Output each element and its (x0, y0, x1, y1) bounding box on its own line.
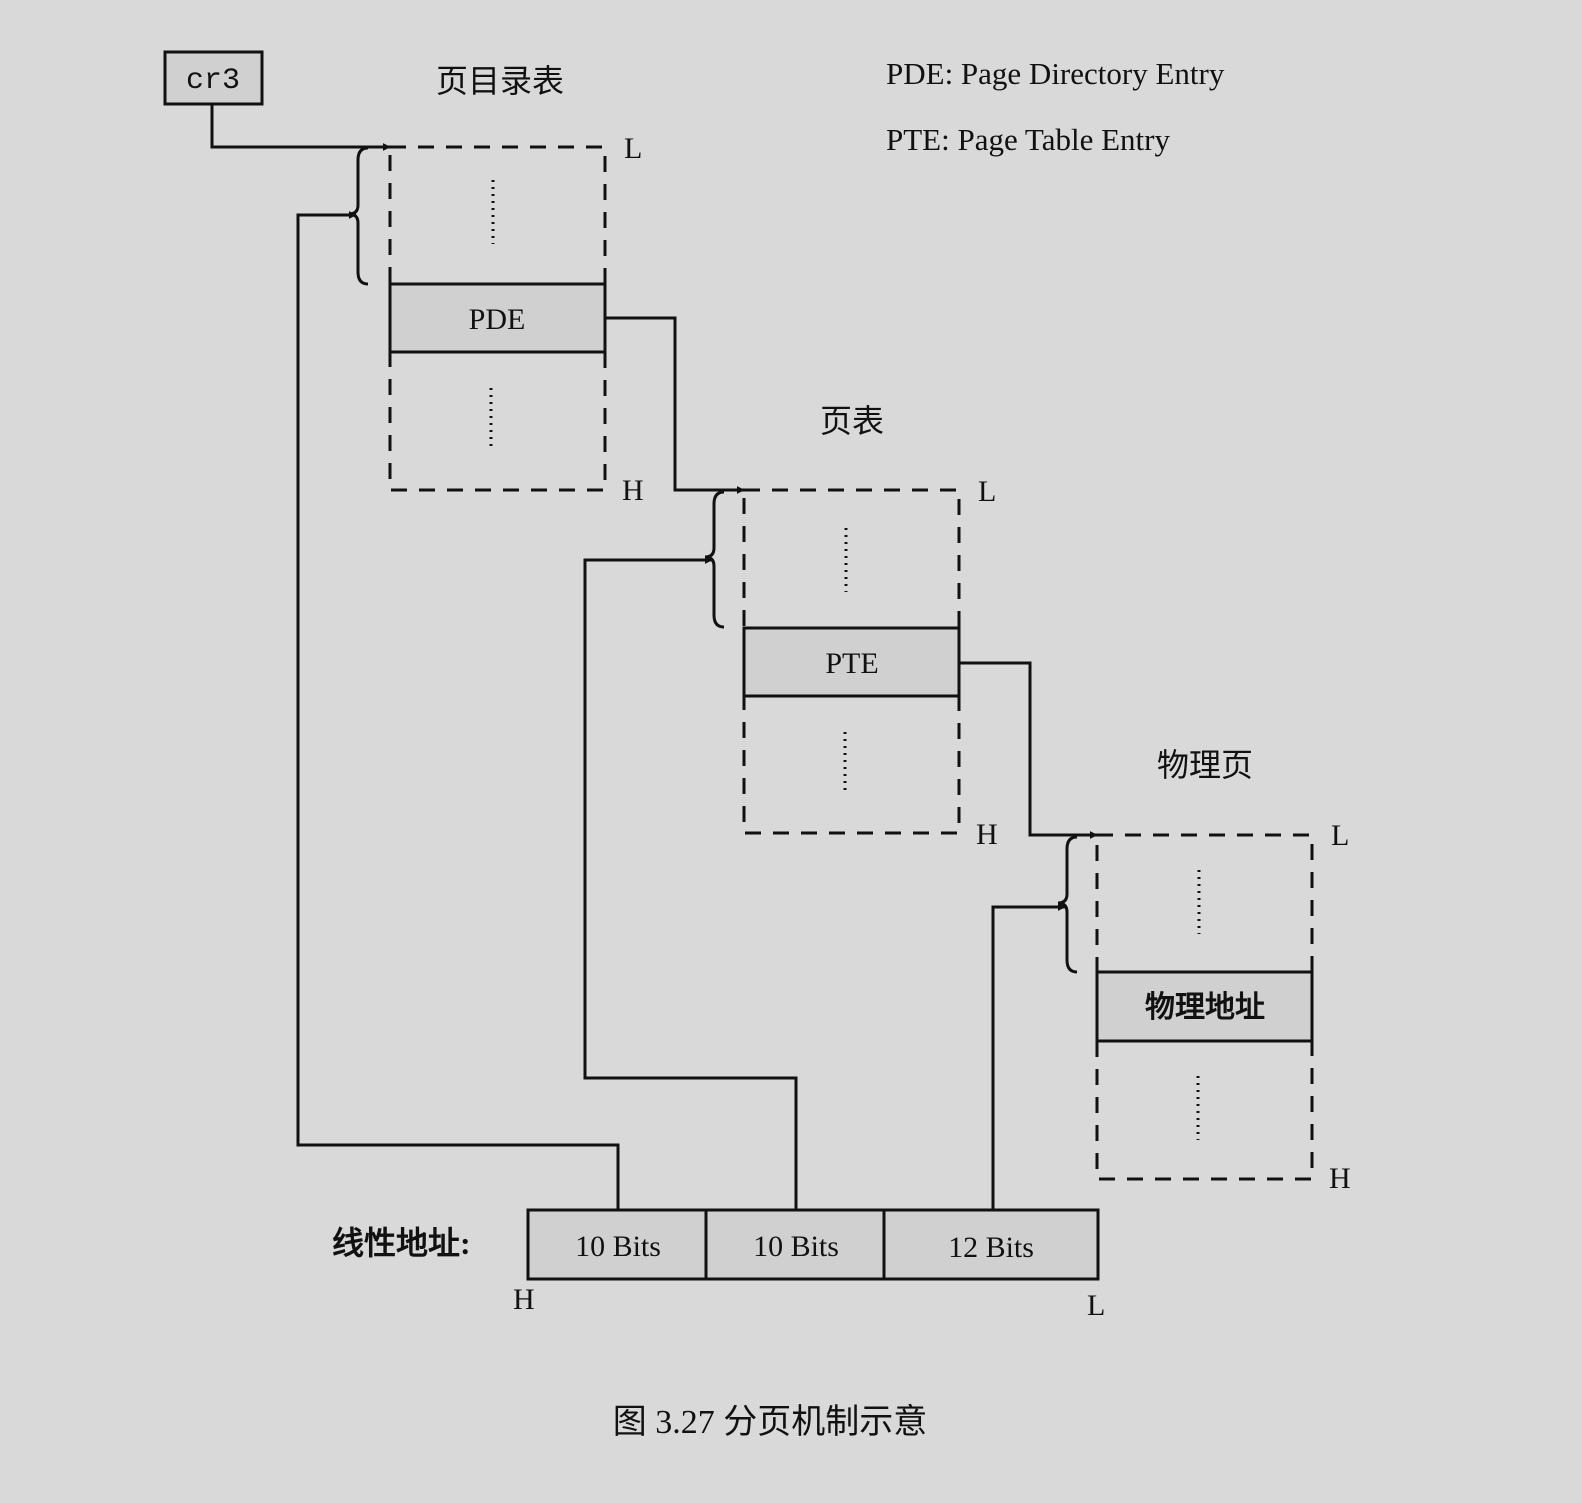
cr3-to-page-directory-arrow (210, 104, 391, 151)
linear-address-label: 线性地址: (332, 1225, 471, 1261)
directory-index-arrow (296, 211, 620, 1210)
physical-address-label: 物理地址 (1145, 991, 1265, 1024)
directory-bits-field: 10 Bits (575, 1230, 661, 1263)
figure-caption: 图 3.27 分页机制示意 (613, 1403, 928, 1441)
pte-to-physical-page-arrow (959, 661, 1098, 839)
page-directory-title: 页目录表 (436, 63, 564, 99)
pte-entry-label: PTE (825, 647, 878, 680)
pte-entry-box (742, 626, 961, 698)
cr3-register-label: cr3 (186, 64, 240, 98)
offset-arrow (991, 903, 1066, 1210)
linear-address-low-marker: L (1087, 1289, 1105, 1322)
linear-address-register (526, 1208, 1100, 1281)
physical-page-high-marker: H (1329, 1162, 1351, 1195)
pde-entry-label: PDE (469, 303, 526, 336)
page-directory-high-marker: H (622, 474, 644, 507)
pde-entry-box (388, 282, 607, 354)
page-directory-low-marker: L (624, 132, 642, 165)
page-table-low-marker: L (978, 475, 996, 508)
offset-bits-field: 12 Bits (948, 1231, 1034, 1264)
physical-page-low-marker: L (1331, 819, 1349, 852)
physical-page-title: 物理页 (1157, 747, 1253, 783)
legend-pde: PDE: Page Directory Entry (886, 56, 1225, 91)
page-table-title: 页表 (820, 403, 884, 439)
physical-address-box (1095, 970, 1314, 1043)
physical-page-brace (1057, 835, 1078, 974)
page-table-high-marker: H (976, 818, 998, 851)
table-index-arrow (583, 556, 798, 1210)
table-bits-field: 10 Bits (753, 1230, 839, 1263)
linear-address-high-marker: H (513, 1283, 535, 1316)
pde-to-page-table-arrow (605, 316, 745, 494)
legend-pte: PTE: Page Table Entry (886, 122, 1170, 157)
